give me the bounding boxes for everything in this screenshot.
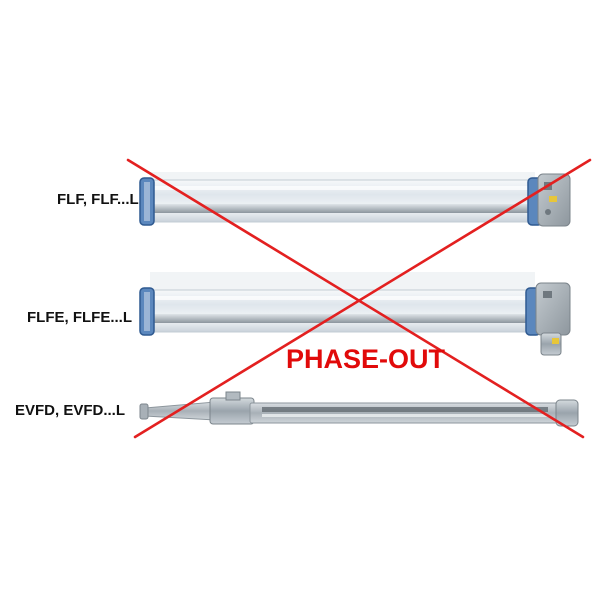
label-evfd: EVFD, EVFD...L bbox=[15, 402, 126, 419]
phase-out-stamp: PHASE-OUT bbox=[286, 344, 446, 374]
luminaire-flfe bbox=[139, 272, 571, 356]
luminaire-flf bbox=[139, 172, 571, 227]
phase-out-cross bbox=[126, 158, 592, 439]
label-flf: FLF, FLF...L bbox=[57, 191, 139, 208]
label-flfe: FLFE, FLFE...L bbox=[27, 309, 132, 326]
luminaire-evfd bbox=[139, 391, 579, 427]
